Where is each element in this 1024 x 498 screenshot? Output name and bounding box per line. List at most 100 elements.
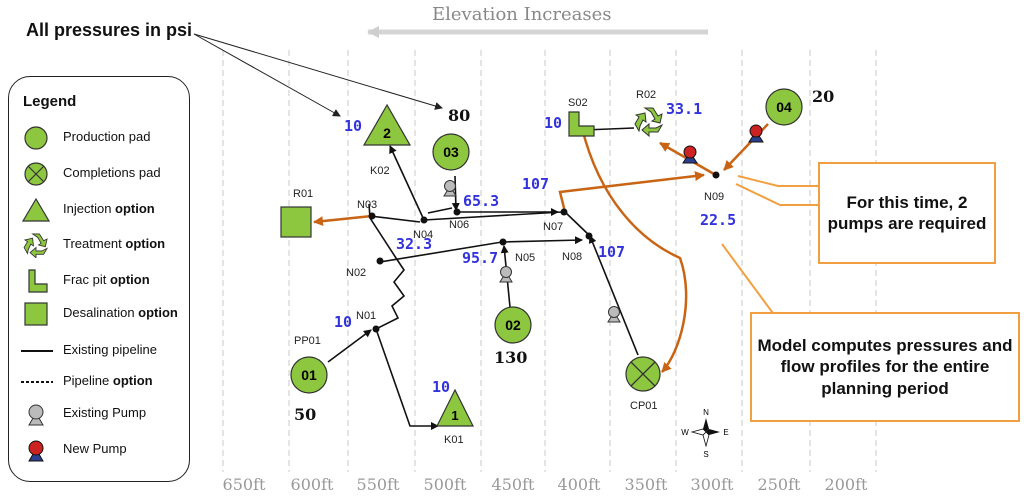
pipe-n01-k01 [375,328,439,430]
callout-pumps-required: For this time, 2 pumps are required [818,162,996,264]
existing-pump-icon [28,404,44,426]
axis-tick: 400ft [558,475,601,494]
note-pointer-line [193,33,341,117]
axis-tick: 650ft [223,475,266,494]
injection-icon [436,388,474,427]
legend-item-frac-pit: Frac pit option [9,266,189,296]
pipe-n08-n07 [564,211,591,237]
junction-n05 [499,238,507,246]
compass-e: E [723,428,728,437]
production-pad-pp02[interactable]: 02 [494,306,532,344]
label-n01: N01 [356,310,376,322]
axis-tick: 250ft [758,475,801,494]
completions-pad-cp01[interactable] [625,356,661,392]
desalination-r01[interactable] [280,206,312,238]
junction-n04 [420,216,428,224]
production-pad-pp01[interactable]: 01 [290,356,328,394]
frac-pit-s02[interactable] [568,111,595,137]
pipe-pp03-n06 [451,175,460,211]
treatment-icon [23,233,49,258]
legend-item-desalination: Desalination option [9,299,189,329]
label-n04: N04 [413,229,433,241]
legend-item-treatment: Treatment option [9,230,189,260]
injection-icon [362,103,412,146]
callout-model-computes: Model computes pressures and flow profil… [750,312,1020,422]
injection-badge: 2 [383,125,391,141]
label-pp01: PP01 [294,335,321,347]
pressure-k01: 10 [432,378,450,396]
existing-pumps [443,180,621,323]
new-pumps [682,124,764,164]
existing-pump-icon [443,180,457,197]
injection-k02[interactable]: 2 [362,103,412,146]
compass-w: W [681,428,689,437]
note-pointer-line [193,33,443,110]
pipe-n03-n04 [369,215,421,223]
injection-badge: 1 [451,408,458,423]
pressure-r02: 33.1 [666,100,702,118]
completions-pad-icon [24,162,48,186]
desalination-icon [24,302,48,326]
elevation-axis: 650ft 600ft 550ft 500ft 450ft 400ft 350f… [223,475,868,494]
legend-label: Existing Pump [63,405,147,420]
computed-pressures: 10 10 10 32.3 65.3 95.7 107 107 10 33.1 … [334,100,736,396]
label-n09: N09 [704,191,724,203]
node-labels: PP01 N01 N02 N03 N04 N06 N05 N07 N08 N09… [293,89,724,446]
axis-tick: 450ft [492,475,535,494]
new-pump-icon [682,145,698,164]
compass-n: N [703,408,709,417]
callout-pointer-pumps [737,175,818,187]
label-n08: N08 [562,251,582,263]
legend-item-completions-pad: Completions pad [9,159,189,189]
injection-k01[interactable]: 1 [436,388,474,427]
pad-badge: 01 [301,367,317,383]
axis-tick: 200ft [825,475,868,494]
pipe-s02-cp01 [580,127,688,373]
axis-tick: 500ft [424,475,467,494]
recycle-icon [634,107,664,138]
junction-n03 [368,212,376,220]
legend-item-existing-pump: Existing Pump [9,399,189,429]
axis-tick: 300ft [691,475,734,494]
pressure-n07: 107 [522,175,549,193]
production-pad-icon [432,133,470,171]
pressure-pp04: 20 [812,87,834,106]
legend-item-new-pump: New Pump [9,435,189,465]
axis-tick: 550ft [357,475,400,494]
production-pad-pp03[interactable]: 03 [432,133,470,171]
production-pad-pp04[interactable]: 04 [765,88,803,126]
legend-label: Injection option [63,201,155,216]
production-pad-icon [290,356,328,394]
legend-item-pipeline-option: Pipeline option [9,367,189,397]
label-n05: N05 [515,252,535,264]
axis-tick: 350ft [625,475,668,494]
label-n03: N03 [357,199,377,211]
elevation-label: Elevation Increases [432,4,612,25]
option-pipelines [313,123,769,373]
pipe-n03-r01 [313,214,373,227]
label-cp01: CP01 [630,400,658,412]
label-n06: N06 [449,219,469,231]
production-pad-icon [765,88,803,126]
pad-pressures: 50 130 80 20 [294,87,834,424]
label-s02: S02 [568,97,588,109]
legend: Legend Production pad Completions pad In… [8,76,190,482]
pipe-n04-n07 [423,211,563,221]
label-n02: N02 [346,267,366,279]
label-r02: R02 [636,89,656,101]
legend-item-injection: Injection option [9,195,189,225]
legend-item-existing-pipeline: Existing pipeline [9,336,189,366]
pressure-pp03: 80 [448,106,470,125]
new-pump-icon [748,124,764,143]
legend-label: Existing pipeline [63,342,157,357]
pipe-n01-n03-zigzag [368,203,406,330]
treatment-r02[interactable] [634,107,664,138]
junction-n01 [372,325,380,333]
pipe-cp01-n08 [588,235,639,356]
legend-label: Frac pit option [63,272,150,287]
junction-n09 [712,171,720,179]
callout-pointer-pumps [735,183,818,206]
new-pump-icon [28,440,44,462]
junctions [368,171,720,333]
units-note: All pressures in psi [26,20,193,40]
